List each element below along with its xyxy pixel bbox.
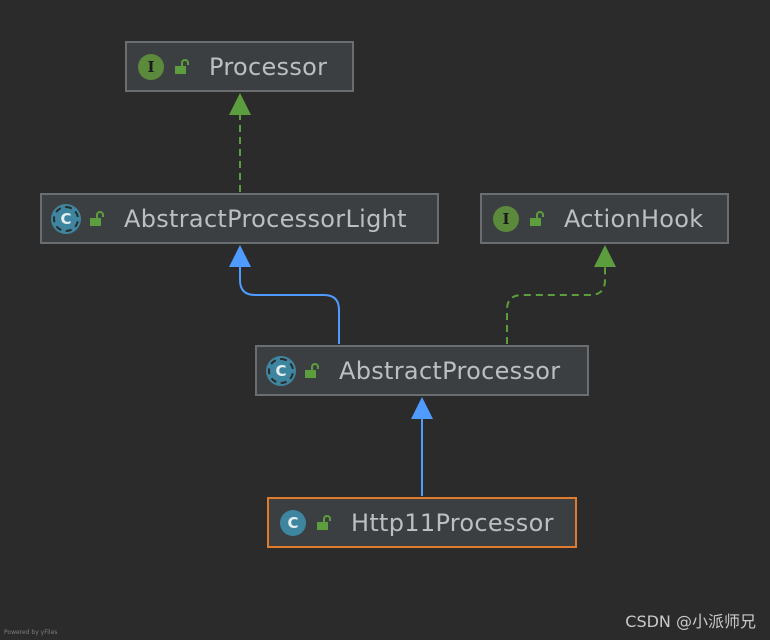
unlocked-padlock-icon bbox=[317, 514, 331, 530]
interface-icon: I bbox=[138, 53, 164, 80]
arrowhead-icon bbox=[229, 245, 251, 267]
node-name: ActionHook bbox=[564, 204, 704, 233]
node-processor[interactable]: I Processor bbox=[125, 41, 354, 92]
arrowhead-icon bbox=[594, 245, 616, 267]
node-abstract-processor-light[interactable]: C AbstractProcessorLight bbox=[40, 193, 439, 244]
node-name: AbstractProcessorLight bbox=[124, 204, 407, 233]
edge-extends-abstract-processor-light bbox=[229, 245, 340, 344]
unlocked-padlock-icon bbox=[90, 210, 104, 226]
arrowhead-icon bbox=[229, 93, 251, 115]
arrowhead-icon bbox=[411, 397, 433, 419]
node-action-hook[interactable]: I ActionHook bbox=[480, 193, 729, 244]
unlocked-padlock-icon bbox=[530, 210, 544, 226]
node-name: Processor bbox=[209, 52, 328, 81]
unlocked-padlock-icon bbox=[305, 362, 319, 378]
interface-icon: I bbox=[493, 205, 519, 232]
edge-implements-processor bbox=[229, 93, 251, 192]
class-icon: C bbox=[280, 509, 306, 536]
unlocked-padlock-icon bbox=[175, 58, 189, 74]
edge-implements-action-hook bbox=[506, 245, 616, 344]
abstract-class-icon: C bbox=[268, 357, 294, 384]
node-abstract-processor[interactable]: C AbstractProcessor bbox=[255, 345, 589, 396]
csdn-watermark: CSDN @小派师兄 bbox=[625, 612, 756, 631]
yfiles-credit: Powered by yFiles bbox=[4, 629, 58, 636]
node-name: AbstractProcessor bbox=[339, 356, 561, 385]
node-http11-processor[interactable]: C Http11Processor bbox=[267, 497, 577, 548]
abstract-class-icon: C bbox=[53, 205, 79, 232]
node-name: Http11Processor bbox=[351, 508, 554, 537]
edge-extends-abstract-processor bbox=[411, 397, 433, 496]
